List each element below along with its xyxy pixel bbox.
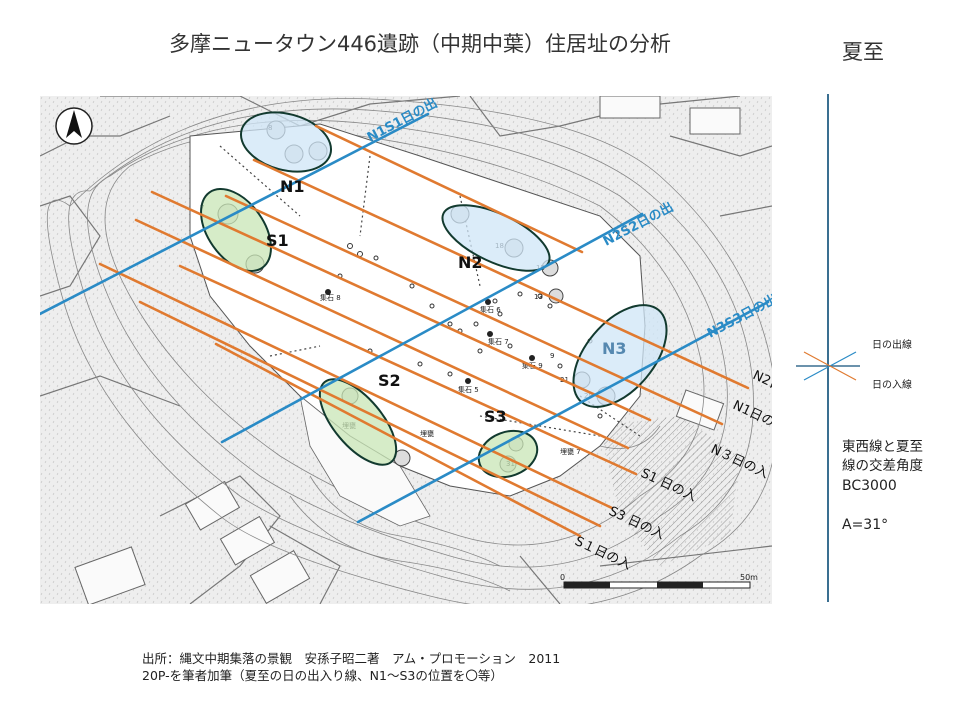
sunset-line-n3b [314,124,584,254]
legend-sunset-label: 日の入線 [872,380,912,391]
ellipse-n1 [239,111,333,173]
era-code: BC3000 [842,478,897,494]
group-label-s3: S3 [484,407,507,426]
angle-info: 東西線と夏至 線の交差角度 BC3000 A=31° [842,438,923,535]
stone-label: 集石 7 [488,337,509,346]
angle-caption-1: 東西線と夏至 [842,439,923,455]
group-labels: N1 N2 N3 S1 S2 S3 [266,177,627,426]
sunrise-line-n2s2 [220,212,644,444]
direction-legend [796,351,860,381]
sunset-line-c [138,300,602,528]
group-label-n3: N3 [602,339,627,358]
legend-sunrise-label: 日の出線 [872,340,912,351]
scale-zero: 0 [560,573,565,582]
group-label-s1: S1 [266,231,289,250]
source-note: 出所：縄文中期集落の景観 安孫子昭二著 アム・プロモーション 2011 20P-… [142,650,560,684]
group-label-n2: N2 [458,253,483,272]
sunset-lines [98,124,750,538]
sunset-line-n1 [224,194,724,426]
season-label: 夏至 [842,40,884,64]
stone-clusters [325,289,535,384]
north-arrow-icon [55,107,93,145]
sunrise-lines [40,112,770,524]
slope-hatching [600,416,740,566]
angle-caption-2: 線の交差角度 [842,458,923,474]
stone-label: 集石 8 [320,293,341,302]
source-line-1: 出所：縄文中期集落の景観 安孫子昭二著 アム・プロモーション 2011 [142,651,561,666]
scale-bar: 0 50m [560,573,758,589]
ellipse-s2 [318,378,398,466]
site-map: 集石 8 集石 6 集石 7 集石 9 集石 5 13 18 15 21 28 … [40,96,772,604]
stone-label: 集石 6 [480,305,501,314]
sunrise-line-n3s3 [356,300,770,524]
sunset-line-s2 [178,264,638,476]
group-label-n1: N1 [280,177,305,196]
page-title: 多摩ニュータウン446遺跡（中期中葉）住居址の分析 [168,32,672,56]
angle-value: A=31° [842,517,889,533]
sunset-line-n2 [252,158,750,390]
sunset-line-s1b [214,342,582,538]
burial-label: 埋甕 [420,429,434,438]
pit-label: 9 [550,352,554,360]
sunset-line-s3 [98,262,614,510]
building-blocks [74,96,741,604]
sunrise-line-n1s1 [40,112,430,316]
group-label-s2: S2 [378,371,401,390]
meridian-line [827,94,829,602]
sunset-line-n3 [150,190,652,422]
legend-sunset-line [803,351,857,381]
sunset-line-s1 [134,218,630,450]
pit-label: 13 [534,293,543,301]
scale-end: 50m [740,573,758,582]
source-line-2: 20P-を筆者加筆（夏至の日の出入り線、N1～S3の位置を〇等） [142,668,503,683]
burial-label: 埋甕 7 [560,447,581,456]
stone-label: 集石 5 [458,385,479,394]
